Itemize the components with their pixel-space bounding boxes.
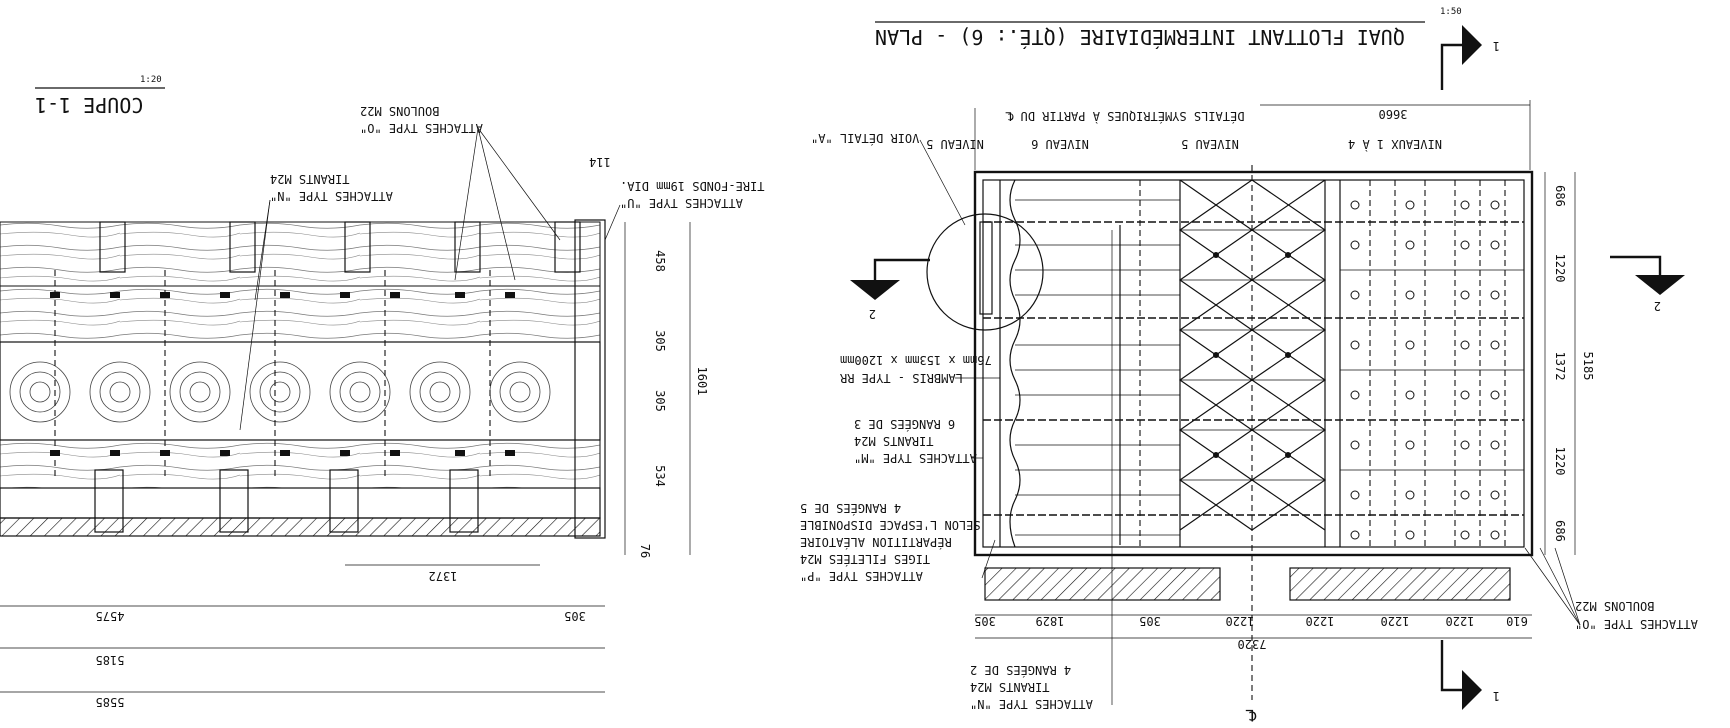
svg-text:ATTACHES TYPE "O": ATTACHES TYPE "O" <box>1575 617 1698 631</box>
svg-text:1829: 1829 <box>1036 614 1065 628</box>
section-dims: 114 458 305 305 534 76 1601 1372 305 457… <box>0 155 709 709</box>
svg-text:TIRANTS M24: TIRANTS M24 <box>854 434 933 448</box>
section-log-ends <box>9 361 551 423</box>
section-bottom-strip <box>0 517 601 537</box>
svg-text:305: 305 <box>653 390 667 412</box>
plan-overall-length: 7320 <box>1238 637 1267 651</box>
plan-truss-zone <box>1178 179 1327 547</box>
svg-text:2: 2 <box>1654 299 1661 313</box>
svg-text:1220: 1220 <box>1381 614 1410 628</box>
svg-text:1220: 1220 <box>1553 447 1567 476</box>
section-upper-posts <box>99 221 581 273</box>
section-title: COUPE 1-1 <box>35 93 143 117</box>
svg-text:SELON L'ESPACE DISPONIBLE: SELON L'ESPACE DISPONIBLE <box>800 518 981 532</box>
level-5b: NIVEAU 5 <box>926 137 984 151</box>
svg-text:TIGES FILETÉES M24: TIGES FILETÉES M24 <box>800 552 930 567</box>
plan-view: QUAI FLOTTANT INTERMÉDIAIRE (QTÉ.: 6) - … <box>800 7 1698 725</box>
plan-grid-levels-1-4 <box>1339 180 1524 547</box>
svg-text:6 RANGÉES DE 3: 6 RANGÉES DE 3 <box>854 417 955 432</box>
svg-text:458: 458 <box>653 250 667 272</box>
svg-text:ATTACHES TYPE "N": ATTACHES TYPE "N" <box>270 189 393 203</box>
plan-bottom-dims: 610 1220 1220 1220 1220 305 1829 305 732… <box>974 614 1532 651</box>
level-6: NIVEAU 6 <box>1031 137 1089 151</box>
svg-text:RÉPARTITION ALÉATOIRE: RÉPARTITION ALÉATOIRE <box>800 535 952 550</box>
svg-text:4575: 4575 <box>96 609 125 623</box>
svg-text:305: 305 <box>1139 614 1161 628</box>
svg-text:305: 305 <box>653 330 667 352</box>
svg-text:BOULONS M22: BOULONS M22 <box>1575 599 1654 613</box>
plan-scale: 1:50 <box>1440 7 1462 17</box>
plan-top-dim: 3660 <box>1379 107 1408 121</box>
svg-text:ATTACHES TYPE "U": ATTACHES TYPE "U" <box>620 196 743 210</box>
section-tie-rods <box>54 270 491 480</box>
svg-text:534: 534 <box>653 465 667 487</box>
svg-text:ATTACHES TYPE "N": ATTACHES TYPE "N" <box>970 697 1093 711</box>
section-mark-2-right: 2 <box>1610 255 1685 313</box>
section-mark-2-left: 2 <box>850 258 930 321</box>
svg-text:1: 1 <box>1493 689 1500 703</box>
svg-text:5585: 5585 <box>96 695 125 709</box>
svg-text:610: 610 <box>1506 614 1528 628</box>
plan-side-dims: 686 1220 1372 1220 686 5185 <box>1544 172 1595 555</box>
svg-text:ATTACHES TYPE "M": ATTACHES TYPE "M" <box>854 451 977 465</box>
plan-callouts: VOIR DÉTAIL "A" LAMBRIS - TYPE RR 76mm x… <box>800 131 1698 711</box>
svg-text:1220: 1220 <box>1306 614 1335 628</box>
section-callouts: ATTACHES TYPE "O" BOULONS M22 ATTACHES T… <box>239 104 765 431</box>
svg-text:1601: 1601 <box>695 367 709 396</box>
plan-overall-width: 5185 <box>1581 352 1595 381</box>
level-1-4: NIVEAUX 1 À 4 <box>1348 137 1442 152</box>
svg-text:1: 1 <box>1493 39 1500 53</box>
svg-text:686: 686 <box>1553 520 1567 542</box>
plan-float-right <box>1289 567 1511 601</box>
section-view: COUPE 1-1 1:20 <box>0 75 765 709</box>
svg-text:VOIR DÉTAIL "A": VOIR DÉTAIL "A" <box>811 131 919 146</box>
svg-text:4 RANGÉES DE 2: 4 RANGÉES DE 2 <box>970 663 1071 678</box>
svg-text:305: 305 <box>974 614 996 628</box>
svg-text:1220: 1220 <box>1446 614 1475 628</box>
svg-text:114: 114 <box>589 155 611 169</box>
section-mark-1-bottom: 1 <box>1440 640 1500 710</box>
level-5: NIVEAU 5 <box>1181 137 1239 151</box>
plan-float-left <box>984 567 1221 601</box>
svg-text:TIRANTS M24: TIRANTS M24 <box>970 680 1049 694</box>
svg-text:1220: 1220 <box>1553 254 1567 283</box>
svg-text:5185: 5185 <box>96 653 125 667</box>
section-scale: 1:20 <box>140 75 162 85</box>
svg-text:76mm x 153mm x 1200mm: 76mm x 153mm x 1200mm <box>840 353 992 367</box>
plan-title: QUAI FLOTTANT INTERMÉDIAIRE (QTÉ.: 6) - … <box>875 25 1405 49</box>
svg-text:1372: 1372 <box>1553 352 1567 381</box>
svg-text:TIRANTS M24: TIRANTS M24 <box>270 172 349 186</box>
symmetry-note: DÉTAILS SYMÉTRIQUES À PARTIR DU ℄ <box>1005 109 1244 124</box>
svg-text:4 RANGÉES DE 5: 4 RANGÉES DE 5 <box>800 501 901 516</box>
svg-text:305: 305 <box>564 609 586 623</box>
svg-text:1372: 1372 <box>429 569 458 583</box>
svg-text:ATTACHES TYPE "O": ATTACHES TYPE "O" <box>360 121 483 135</box>
svg-text:686: 686 <box>1553 185 1567 207</box>
svg-text:1220: 1220 <box>1226 614 1255 628</box>
svg-text:ATTACHES TYPE "P": ATTACHES TYPE "P" <box>800 569 923 583</box>
svg-text:TIRE-FONDS 19mm DIA.: TIRE-FONDS 19mm DIA. <box>620 179 765 193</box>
svg-text:76: 76 <box>638 544 652 558</box>
centerline-mark: ℄ <box>1245 706 1257 725</box>
section-bolts <box>50 292 515 456</box>
section-lower-posts <box>0 469 601 533</box>
plan-beam-lines <box>983 221 1524 516</box>
svg-text:2: 2 <box>869 307 876 321</box>
svg-text:LAMBRIS - TYPE RR: LAMBRIS - TYPE RR <box>839 371 963 385</box>
svg-text:BOULONS M22: BOULONS M22 <box>360 104 439 118</box>
section-mark-1-top: 1 <box>1440 25 1500 90</box>
detail-a-marker <box>926 213 1044 331</box>
plan-decking-zone <box>999 179 1180 548</box>
